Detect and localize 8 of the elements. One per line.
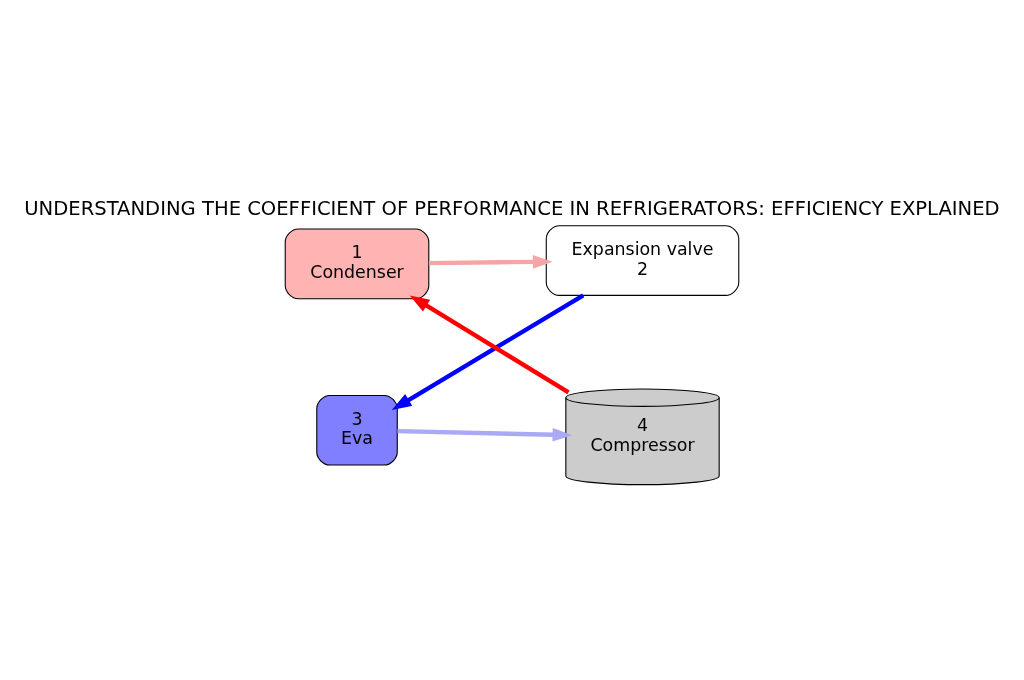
node-box: Expansion valve 2 xyxy=(545,225,740,296)
arrow xyxy=(391,293,585,411)
node-box: 3 Eva xyxy=(316,394,398,466)
arrow xyxy=(428,255,553,269)
node-box: 1 Condenser xyxy=(284,228,430,300)
arrow xyxy=(397,427,573,442)
diagram-title: UNDERSTANDING THE COEFFICIENT OF PERFORMANCE IN REFRIGERATORS: EFFICIENCY EXPLAINED xyxy=(24,197,1000,221)
arrow xyxy=(409,295,570,395)
